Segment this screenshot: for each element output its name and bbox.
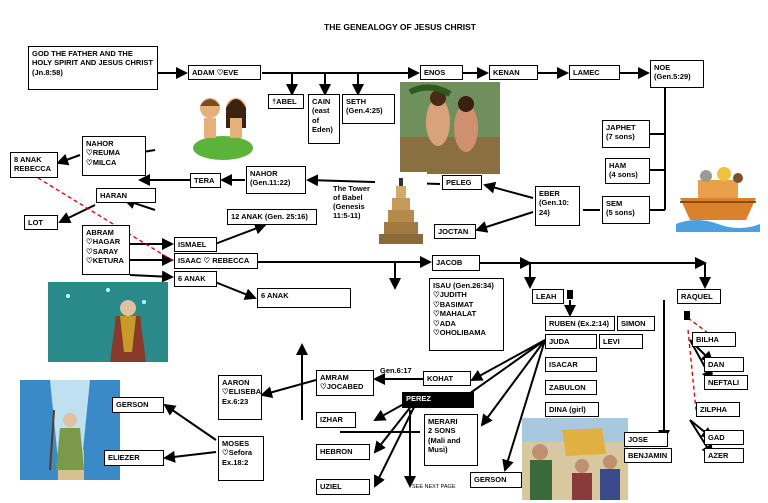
node-aaron: AARON ♡ELISEBA Ex.6:23 bbox=[218, 375, 262, 420]
page-title: THE GENEALOGY OF JESUS CHRIST bbox=[324, 22, 476, 32]
node-sem: SEM (5 sons) bbox=[602, 196, 650, 224]
joseph-brothers-picture bbox=[522, 418, 628, 500]
node-uziel: UZIEL bbox=[316, 479, 370, 495]
kohat-reference: Gen.6:17 bbox=[380, 366, 412, 375]
node-enos: ENOS bbox=[420, 65, 463, 80]
node-8-anak: 8 ANAK REBECCA bbox=[10, 152, 58, 178]
node-lamec: LAMEC bbox=[569, 65, 620, 80]
node-haran: HARAN bbox=[96, 188, 156, 203]
node-noe: NOE (Gen.5:29) bbox=[650, 60, 704, 88]
node-gerson-2: GERSON bbox=[470, 472, 522, 488]
node-dina: DINA (girl) bbox=[545, 402, 599, 417]
node-isaac-rebecca: ISAAC ♡ REBECCA bbox=[174, 253, 258, 269]
node-12-anak: 12 ANAK (Gen. 25:16) bbox=[227, 209, 317, 225]
node-levi: LEVI bbox=[599, 334, 643, 349]
node-6-anak-1: 6 ANAK bbox=[174, 271, 217, 287]
node-simon: SIMON bbox=[617, 316, 655, 331]
node-dan: DAN bbox=[704, 357, 744, 372]
node-abram: ABRAM ♡HAGAR ♡SARAY ♡KETURA bbox=[82, 225, 130, 275]
node-zilpha: ZILPHA bbox=[696, 402, 740, 417]
node-kohat: KOHAT bbox=[423, 371, 471, 386]
adam-eve-painting bbox=[400, 82, 500, 174]
node-peleg: PELEG bbox=[442, 175, 482, 190]
node-raquel: RAQUEL bbox=[677, 289, 721, 304]
node-kenan: KENAN bbox=[489, 65, 538, 80]
node-japhet: JAPHET (7 sons) bbox=[602, 120, 650, 148]
see-next-page: SEE NEXT PAGE bbox=[412, 484, 456, 490]
node-lot: LOT bbox=[24, 215, 58, 230]
node-ismael: ISMAEL bbox=[174, 237, 217, 252]
node-hebron: HEBRON bbox=[316, 444, 370, 460]
node-jose: JOSE bbox=[624, 432, 668, 447]
node-god: GOD THE FATHER AND THE HOLY SPIRIT AND J… bbox=[28, 46, 158, 90]
node-bilha: BILHA bbox=[692, 332, 736, 347]
node-nahor-1: NAHOR ♡REUMA ♡MILCA bbox=[82, 136, 146, 176]
node-seth: SETH (Gen.4:25) bbox=[342, 94, 395, 124]
node-juda: JUDA bbox=[545, 334, 597, 349]
node-leah: LEAH bbox=[532, 289, 564, 304]
tower-of-babel-picture bbox=[375, 172, 427, 246]
node-neftali: NEFTALI bbox=[704, 375, 748, 390]
node-zabulon: ZABULON bbox=[545, 380, 597, 395]
tower-caption: The Tower of Babel (Genesis 11:5-11) bbox=[333, 184, 370, 220]
node-nahor-2: NAHOR (Gen.11:22) bbox=[246, 166, 306, 194]
node-benjamin: BENJAMIN bbox=[624, 448, 672, 463]
adam-eve-picture bbox=[192, 88, 254, 160]
node-ham: HAM (4 sons) bbox=[605, 158, 650, 184]
node-azer: AZER bbox=[704, 448, 744, 463]
noah-ark-picture bbox=[676, 154, 760, 232]
node-gad: GAD bbox=[704, 430, 744, 445]
node-ruben: RUBEN (Ex.2:14) bbox=[545, 316, 615, 331]
node-izhar: IZHAR bbox=[316, 412, 356, 428]
node-eliezer: ELIEZER bbox=[104, 450, 164, 466]
node-abel: †ABEL bbox=[268, 94, 304, 109]
abraham-picture bbox=[48, 282, 168, 362]
node-cain: CAIN (east of Eden) bbox=[308, 94, 340, 144]
node-tera: TERA bbox=[190, 173, 221, 188]
moses-sea-picture bbox=[20, 380, 120, 480]
node-isacar: ISACAR bbox=[545, 357, 597, 372]
node-jacob: JACOB bbox=[432, 255, 480, 271]
node-perez: PEREZ bbox=[402, 392, 474, 408]
node-adam-eve: ADAM ♡EVE bbox=[188, 65, 261, 80]
node-moses: MOSES ♡Sefora Ex.18:2 bbox=[218, 436, 264, 481]
node-amram: AMRAM ♡JOCABED bbox=[316, 370, 374, 396]
node-joctan: JOCTAN bbox=[434, 224, 476, 239]
node-eber: EBER (Gen.10: 24) bbox=[535, 186, 580, 226]
node-merari: MERARI 2 SONS (Mali and Musi) bbox=[424, 414, 478, 466]
node-6-anak-2: 6 ANAK bbox=[257, 288, 351, 308]
node-gerson-1: GERSON bbox=[112, 397, 164, 413]
node-isau: ISAU (Gen.26:34) ♡JUDITH ♡BASIMAT ♡MAHAL… bbox=[429, 278, 504, 351]
